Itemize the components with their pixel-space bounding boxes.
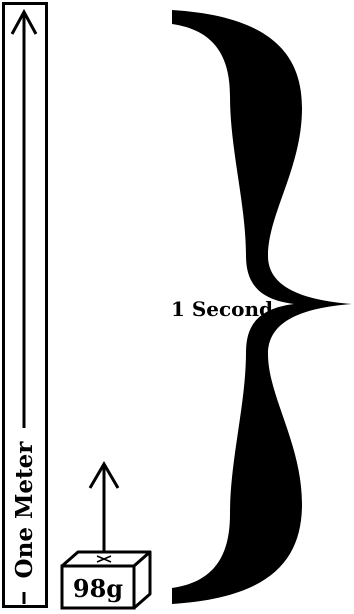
- meter-label: One Meter: [11, 441, 38, 579]
- time-brace: 1 Second: [171, 10, 352, 604]
- mass-block-label: 98g: [73, 574, 123, 603]
- lift-arrow: [90, 464, 118, 556]
- mass-block: 98g: [62, 552, 150, 608]
- meter-bar: One Meter: [4, 4, 47, 607]
- time-label: 1 Second: [171, 297, 273, 321]
